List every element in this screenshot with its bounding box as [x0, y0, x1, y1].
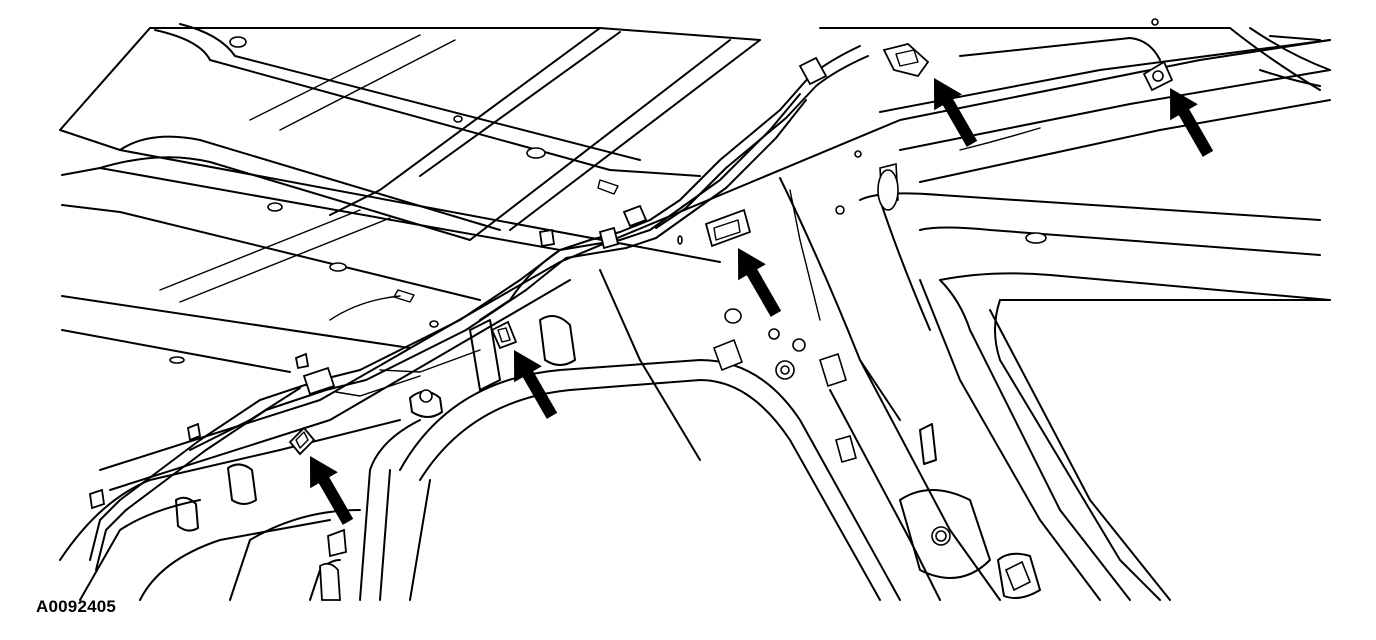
callout-arrows [310, 78, 1214, 525]
callout-arrow [514, 350, 558, 419]
side-rail-panel [59, 18, 1331, 601]
callout-arrow [934, 78, 978, 147]
rear-retainer-clip [882, 43, 930, 78]
figure-reference-code: A0092405 [36, 597, 117, 616]
callout-arrow [738, 248, 782, 317]
roof-rail-clip [490, 320, 518, 350]
retainer-clips [288, 43, 1174, 456]
callout-arrow [1170, 88, 1214, 157]
roof-rear-corner [819, 27, 1331, 91]
center-rectangular-clip [704, 208, 752, 248]
roof-panel [59, 23, 761, 373]
wiring-harness [89, 45, 869, 601]
callout-arrow [310, 456, 354, 525]
lower-pillar-clip [288, 426, 316, 456]
